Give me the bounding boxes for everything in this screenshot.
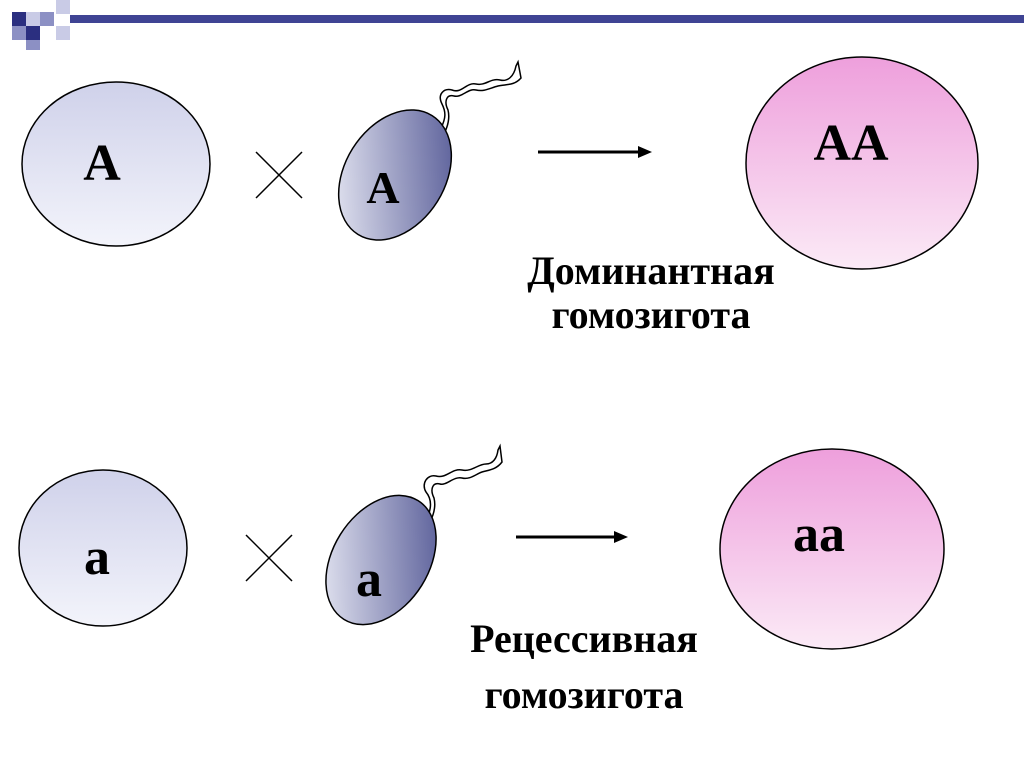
deco-square-light-2: [56, 0, 70, 14]
zygote-cell: [719, 448, 945, 650]
egg-cell: [21, 81, 211, 247]
sperm-tail: [423, 443, 503, 523]
egg-cell: [18, 469, 188, 627]
deco-square-mid-2: [12, 26, 26, 40]
caption-line-2: гомозигота: [484, 672, 683, 717]
deco-square-dark-2: [26, 26, 40, 40]
egg-allele-label: A: [83, 135, 121, 192]
arrow-right-icon: [516, 531, 628, 543]
sperm-head: [325, 494, 437, 626]
cross-row-recessive: a a aa Рецессивная гомозигота: [18, 443, 945, 717]
deco-square-dark: [12, 12, 26, 26]
caption-line-1: Рецессивная: [470, 616, 698, 661]
sperm-cell: A: [337, 59, 522, 241]
sperm-allele-label: a: [356, 551, 382, 608]
cross-row-dominant: A A AA Доминантная гомозигота: [21, 56, 979, 337]
cross-icon: [245, 534, 293, 582]
header-decoration: [12, 0, 1024, 50]
caption-line-1: Доминантная: [527, 248, 774, 293]
zygote-genotype-label: AA: [813, 115, 889, 172]
deco-square-mid-3: [26, 40, 40, 50]
deco-square-light: [26, 12, 40, 26]
deco-square-light-3: [56, 26, 70, 40]
egg-allele-label: a: [84, 529, 110, 586]
zygote-cell: [745, 56, 979, 270]
sperm-cell: a: [325, 443, 503, 626]
cross-icon: [255, 151, 303, 199]
sperm-head: [337, 109, 453, 241]
arrow-right-icon: [538, 146, 652, 158]
zygote-genotype-label: aa: [793, 506, 845, 563]
deco-square-mid: [40, 12, 54, 26]
header-bar: [70, 15, 1024, 23]
sperm-allele-label: A: [366, 162, 399, 213]
sperm-tail: [439, 59, 522, 135]
caption-line-2: гомозигота: [551, 292, 750, 337]
